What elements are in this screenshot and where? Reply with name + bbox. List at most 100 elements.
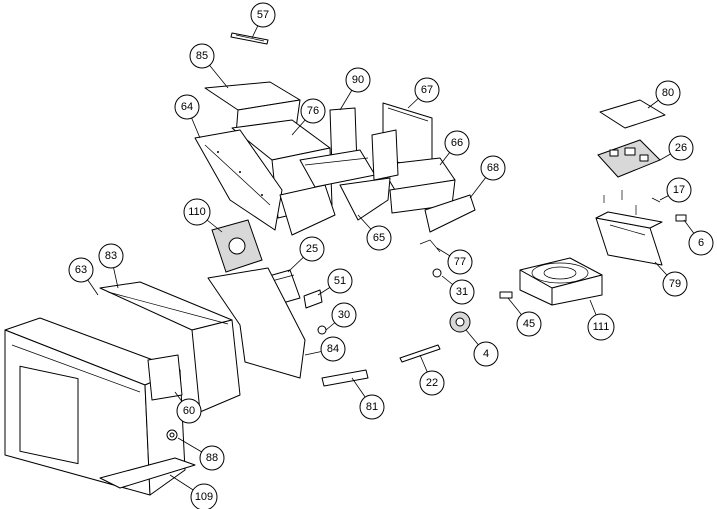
callout-bubble-109 (190, 483, 218, 509)
callout-label-111: 111 (593, 321, 610, 333)
part-4-motor (449, 311, 471, 333)
callout-label-81: 81 (366, 401, 378, 413)
callout-45: 45 (507, 297, 542, 337)
callout-bubble-88 (199, 445, 225, 471)
part-65-side-bracket (339, 177, 391, 221)
callout-64: 64 (174, 94, 201, 139)
callout-bubble-79 (662, 271, 688, 297)
callout-label-63: 63 (75, 264, 87, 276)
part-88-grommet (166, 429, 178, 441)
callout-label-68: 68 (487, 162, 499, 174)
part-64-side-panel (194, 129, 336, 236)
callout-bubble-67 (414, 77, 440, 103)
callout-76: 76 (291, 98, 326, 136)
callout-6: 6 (683, 219, 714, 256)
callout-label-57: 57 (257, 9, 269, 21)
part-68-deflector (424, 194, 476, 233)
part-111-blower (519, 257, 603, 306)
part-17-screws (603, 190, 661, 215)
callout-bubble-80 (655, 80, 681, 106)
part-22-rod (399, 344, 441, 363)
callout-bubble-31 (449, 279, 475, 305)
callout-85: 85 (189, 43, 229, 89)
callout-label-83: 83 (105, 250, 117, 262)
part-83-top-frame (99, 281, 241, 413)
callout-label-80: 80 (662, 87, 674, 99)
part-45-connector (499, 291, 513, 299)
callout-bubble-90 (345, 67, 371, 93)
callout-63: 63 (68, 257, 99, 296)
callout-79: 79 (654, 261, 688, 297)
callout-65: 65 (357, 214, 392, 251)
part-79-electrical-tray (595, 211, 663, 266)
part-30-nut (317, 325, 327, 335)
callout-label-76: 76 (307, 105, 319, 117)
callout-label-90: 90 (352, 74, 364, 86)
part-6-fastener (675, 214, 687, 222)
callout-31: 31 (441, 275, 475, 305)
callout-label-64: 64 (181, 101, 193, 113)
callout-label-31: 31 (456, 286, 468, 298)
callout-bubble-25 (299, 236, 325, 262)
callout-bubble-110 (183, 198, 211, 226)
callout-66: 66 (439, 130, 470, 166)
callout-80: 80 (647, 80, 681, 109)
callout-label-79: 79 (669, 278, 681, 290)
callout-bubble-4 (473, 341, 499, 367)
callout-label-60: 60 (183, 405, 195, 417)
callout-bubble-66 (444, 130, 470, 156)
callout-110: 110 (183, 198, 223, 233)
callout-layer: 57 85 90 67 80 64 76 66 26 68 17 110 65 6 83 25 77 63 51 79… (68, 2, 714, 509)
callout-60: 60 (174, 391, 202, 424)
part-110-motor-mount (211, 219, 263, 273)
callout-label-66: 66 (451, 137, 463, 149)
callout-bubble-6 (688, 230, 714, 256)
part-31-fitting (432, 268, 442, 278)
callout-bubble-111 (587, 313, 615, 341)
callout-51: 51 (317, 268, 353, 296)
callout-30: 30 (325, 302, 357, 331)
callout-109: 109 (169, 474, 218, 509)
callout-88: 88 (177, 437, 225, 471)
callout-bubble-77 (447, 249, 473, 275)
callout-bubble-17 (666, 177, 692, 203)
callout-label-4: 4 (483, 348, 489, 360)
part-109-base-tray (99, 457, 196, 489)
callout-83: 83 (98, 243, 124, 289)
part-90-channel (299, 107, 376, 188)
callout-label-110: 110 (188, 206, 206, 218)
callout-label-84: 84 (327, 343, 339, 355)
callout-label-22: 22 (426, 377, 438, 389)
part-66-base-channel (371, 129, 456, 214)
callout-label-77: 77 (454, 256, 466, 268)
callout-label-67: 67 (421, 84, 433, 96)
callout-label-65: 65 (373, 232, 385, 244)
callout-84: 84 (304, 336, 346, 362)
callout-bubble-26 (668, 135, 694, 161)
part-77-clip (419, 239, 441, 253)
part-81-shaft (321, 369, 369, 387)
callout-4: 4 (465, 329, 499, 367)
part-60-panel (147, 354, 183, 401)
callout-label-45: 45 (523, 318, 535, 330)
callout-57: 57 (250, 2, 276, 39)
callout-26: 26 (659, 135, 694, 161)
callout-bubble-63 (68, 257, 94, 283)
callout-81: 81 (351, 377, 385, 420)
callout-bubble-84 (320, 336, 346, 362)
callout-90: 90 (339, 67, 371, 111)
callout-67: 67 (407, 77, 440, 109)
callout-bubble-65 (366, 225, 392, 251)
callout-bubble-45 (516, 311, 542, 337)
part-80-cover-sheet (599, 99, 666, 129)
callout-bubble-51 (327, 268, 353, 294)
callout-bubble-57 (250, 2, 276, 28)
callout-label-25: 25 (306, 243, 318, 255)
callout-label-6: 6 (698, 237, 704, 249)
callout-68: 68 (469, 155, 506, 199)
callout-17: 17 (659, 177, 692, 203)
callout-bubble-76 (300, 98, 326, 124)
callout-77: 77 (436, 247, 473, 275)
callout-label-30: 30 (338, 309, 350, 321)
